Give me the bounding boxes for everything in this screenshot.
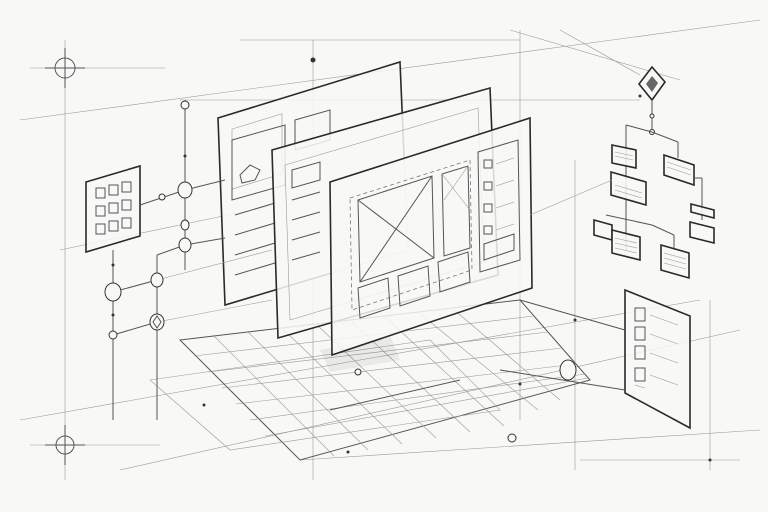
list-document-card [624, 288, 691, 430]
crosshair-top-left-icon [45, 48, 85, 88]
icon-grid-card [85, 164, 141, 254]
app-grid-icon [95, 181, 132, 235]
wireframe-panel-front [329, 116, 533, 357]
node-connector-network [104, 100, 273, 420]
diamond-node-icon [152, 315, 162, 329]
network-node [177, 181, 193, 199]
flowchart-tree [529, 29, 715, 280]
bottom-connectors [202, 57, 712, 462]
crosshair-bottom-left-icon [45, 425, 85, 465]
